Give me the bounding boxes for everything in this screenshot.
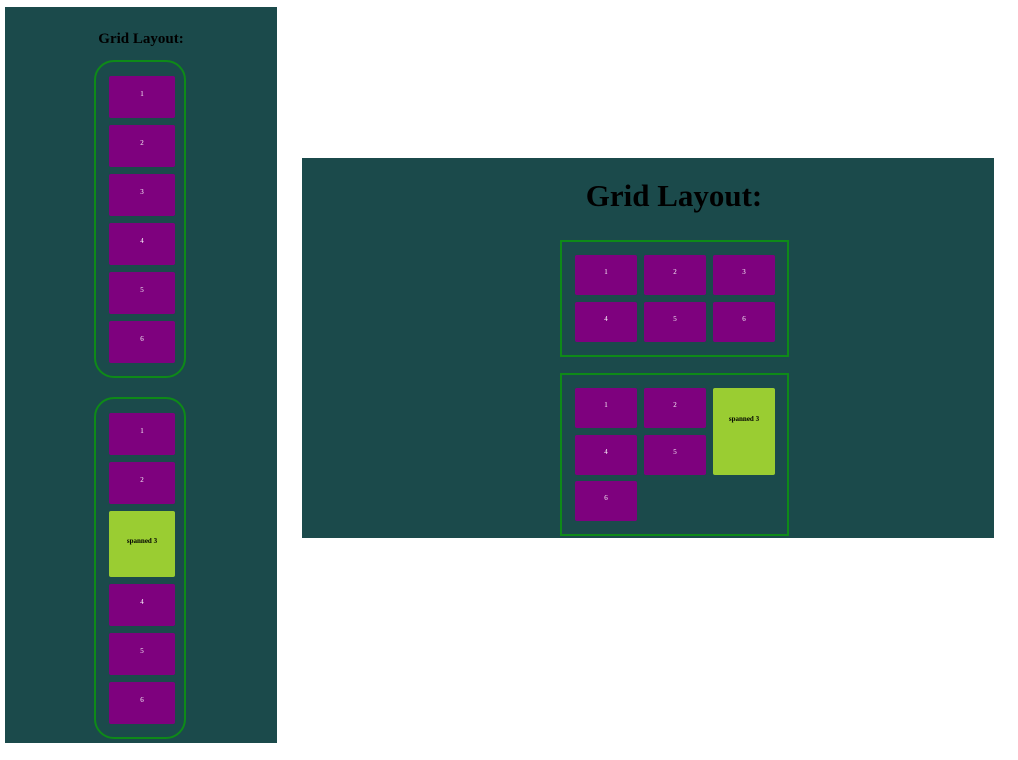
grid-item-2: 2 xyxy=(109,462,175,504)
wide-page-title: Grid Layout: xyxy=(585,178,763,213)
grid-item-6: 6 xyxy=(109,321,175,363)
grid-item-5: 5 xyxy=(109,633,175,675)
grid-item-2: 2 xyxy=(109,125,175,167)
wide-spanned-grid: 1 2 spanned 3 4 5 6 xyxy=(560,373,789,536)
grid-item-6: 6 xyxy=(575,481,637,521)
grid-item-4: 4 xyxy=(109,223,175,265)
grid-item-4: 4 xyxy=(109,584,175,626)
grid-item-6: 6 xyxy=(109,682,175,724)
wide-viewport-panel: Grid Layout: 1 2 3 4 5 6 1 2 spanned 3 4… xyxy=(302,158,994,538)
grid-item-2: 2 xyxy=(644,255,706,295)
grid-item-5: 5 xyxy=(109,272,175,314)
grid-item-1: 1 xyxy=(575,388,637,428)
grid-item-5: 5 xyxy=(644,302,706,342)
grid-item-4: 4 xyxy=(575,435,637,475)
narrow-viewport-panel: Grid Layout: 1 2 3 4 5 6 1 2 spanned 3 4… xyxy=(5,7,277,743)
narrow-spanned-grid: 1 2 spanned 3 4 5 6 xyxy=(94,397,186,739)
narrow-page-title: Grid Layout: xyxy=(98,31,184,47)
grid-item-5: 5 xyxy=(644,435,706,475)
grid-item-3: 3 xyxy=(109,174,175,216)
grid-item-6: 6 xyxy=(713,302,775,342)
grid-item-spanned: spanned 3 xyxy=(109,511,175,577)
grid-item-4: 4 xyxy=(575,302,637,342)
narrow-basic-grid: 1 2 3 4 5 6 xyxy=(94,60,186,378)
grid-item-3: 3 xyxy=(713,255,775,295)
grid-item-1: 1 xyxy=(109,413,175,455)
grid-item-spanned: spanned 3 xyxy=(713,388,775,475)
wide-basic-grid: 1 2 3 4 5 6 xyxy=(560,240,789,357)
grid-item-2: 2 xyxy=(644,388,706,428)
grid-item-1: 1 xyxy=(109,76,175,118)
grid-item-1: 1 xyxy=(575,255,637,295)
